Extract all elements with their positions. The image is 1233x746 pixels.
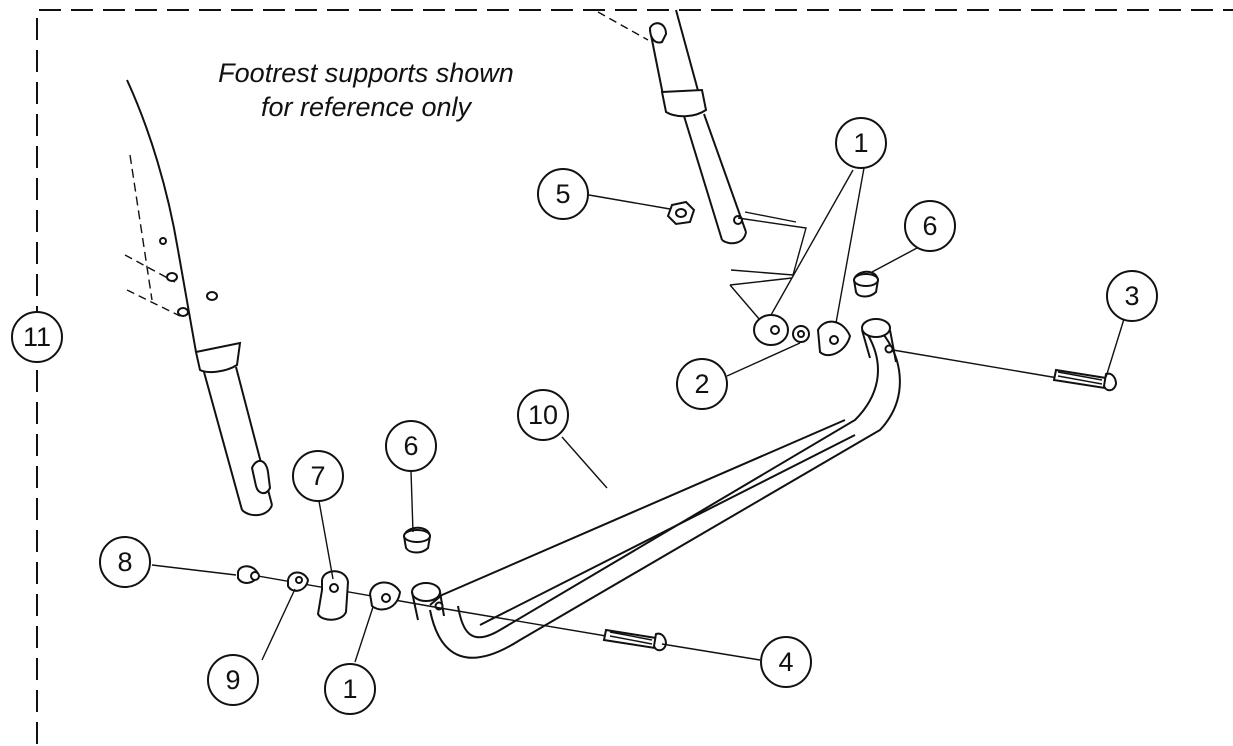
leader-lines — [151, 167, 1125, 663]
assembly-boundary — [36, 9, 1233, 744]
callout-label: 6 — [922, 211, 937, 241]
callout-label: 11 — [23, 322, 51, 352]
callout-label: 3 — [1124, 281, 1139, 311]
footrest-bar — [411, 318, 901, 659]
callout-7: 7 — [292, 450, 344, 502]
right-footrest-support — [597, 9, 807, 321]
lower-hardware — [237, 526, 668, 652]
callout-11: 11 — [11, 311, 63, 363]
callout-label: 2 — [694, 369, 709, 399]
callout-3: 3 — [1106, 270, 1158, 322]
callout-10: 10 — [517, 389, 569, 441]
callout-label: 1 — [853, 128, 868, 158]
callout-5: 5 — [537, 168, 589, 220]
callout-label: 6 — [403, 431, 418, 461]
callout-6-lower: 6 — [385, 420, 437, 472]
callout-2: 2 — [676, 358, 728, 410]
note-line-1: Footrest supports shown — [218, 58, 514, 88]
callout-4: 4 — [760, 636, 812, 688]
callout-label: 5 — [555, 179, 570, 209]
note-line-2: for reference only — [261, 92, 473, 122]
callout-label: 10 — [528, 400, 558, 430]
callout-label: 4 — [778, 647, 793, 677]
callout-label: 9 — [225, 665, 240, 695]
left-footrest-support — [124, 79, 273, 517]
reference-note: Footrest supports shown for reference on… — [218, 58, 514, 122]
upper-hardware — [666, 200, 1118, 392]
callout-label: 7 — [310, 461, 325, 491]
callout-1-lower: 1 — [324, 663, 376, 715]
callout-1-upper: 1 — [835, 117, 887, 169]
callout-8: 8 — [99, 536, 151, 588]
callout-6-upper: 6 — [904, 200, 956, 252]
callout-label: 1 — [342, 674, 357, 704]
callout-label: 8 — [117, 547, 132, 577]
callout-9: 9 — [207, 654, 259, 706]
